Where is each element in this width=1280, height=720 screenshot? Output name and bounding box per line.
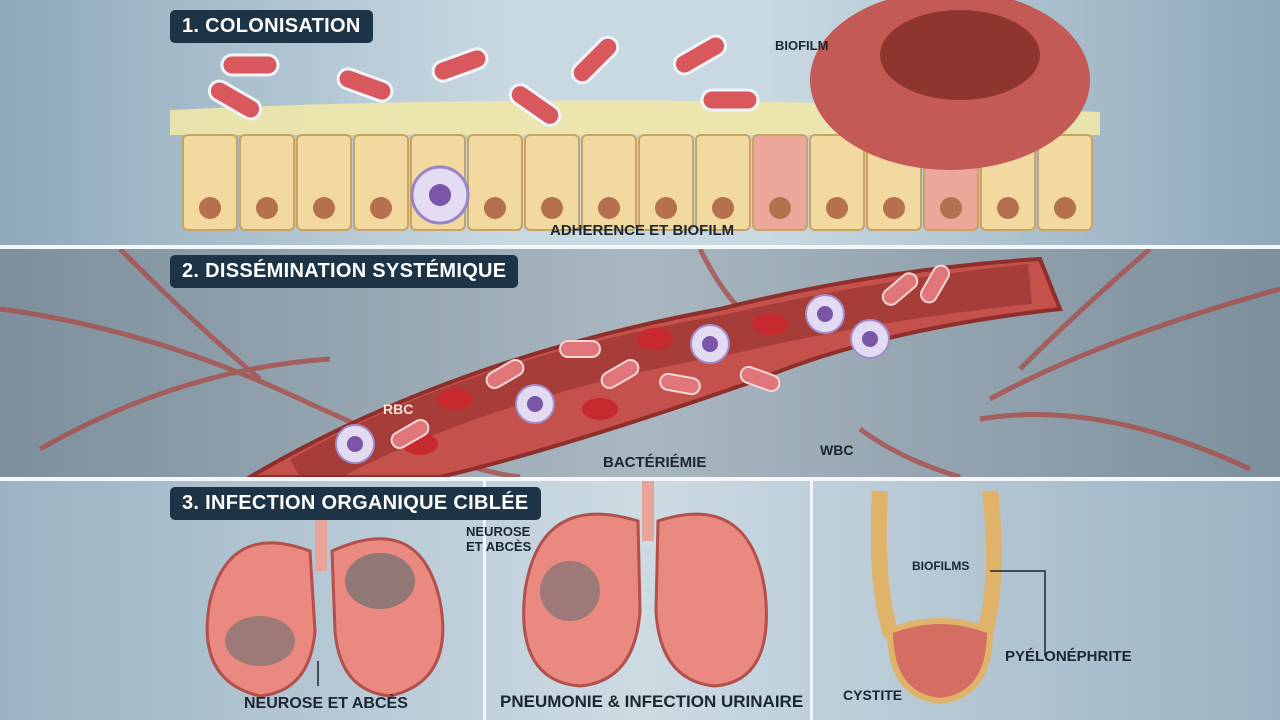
label-bacteriemie: BACTÉRIÉMIE (603, 454, 707, 471)
red-blood-cell (437, 388, 473, 410)
bacterium (920, 264, 950, 304)
divider (0, 245, 1280, 249)
blood-cells (335, 264, 950, 464)
bacteria (207, 34, 760, 127)
epithelial-cell (524, 134, 580, 231)
bacterium (390, 419, 430, 449)
organs-illustration (205, 481, 1046, 705)
bladder (886, 618, 994, 705)
capillaries (0, 249, 1280, 477)
section-title-organ-infection: 3. INFECTION ORGANIQUE CIBLÉE (170, 487, 541, 520)
epithelial-cell (1037, 134, 1093, 231)
red-blood-cell (752, 313, 788, 335)
bacterium (220, 53, 280, 77)
cell-nucleus (541, 197, 563, 219)
epithelial-cell (809, 134, 865, 231)
bacterium (600, 359, 640, 390)
epithelial-cell (752, 134, 808, 231)
label-pneumonie: PNEUMONIE & INFECTION URINAIRE (500, 692, 804, 711)
divider (483, 481, 486, 720)
label-neurose-bottom: NEUROSE ET ABCÈS (244, 695, 408, 712)
section-title-colonisation: 1. COLONISATION (170, 10, 373, 43)
label-adherence: ADHERENCE ET BIOFILM (550, 222, 735, 239)
label-line: NEUROSE (466, 524, 531, 539)
cell-nucleus (883, 197, 905, 219)
bacterium (700, 88, 760, 112)
dissemination-panel: 2. DISSÉMINATION SYSTÉMIQUE RBC BACTÉRIÉ… (0, 249, 1280, 477)
label-cystite: CYSTITE (843, 687, 903, 703)
epithelial-cell (638, 134, 694, 231)
red-blood-cell (582, 398, 618, 420)
epithelial-cell (182, 134, 238, 231)
bacterium (431, 47, 489, 83)
cell-nucleus (769, 197, 791, 219)
section-title-dissemination: 2. DISSÉMINATION SYSTÉMIQUE (170, 255, 519, 288)
label-line: ET ABCÈS (466, 539, 532, 554)
label-biofilm: BIOFILM (775, 38, 829, 53)
cell-nucleus (370, 197, 392, 219)
label-neurose-top: NEUROSE ET ABCÈS (466, 524, 531, 554)
bacterium (570, 35, 620, 85)
cell-nucleus (1054, 197, 1076, 219)
bacterium (739, 365, 781, 393)
bacterium (881, 272, 919, 306)
epithelial-cell (581, 134, 637, 231)
bacterium (336, 67, 394, 103)
epithelial-cell (239, 134, 295, 231)
cell-nucleus (940, 197, 962, 219)
epithelial-cell (296, 134, 352, 231)
divider (0, 477, 1280, 481)
cell-nucleus (256, 197, 278, 219)
lungs-left (205, 511, 445, 698)
cell-nucleus (997, 197, 1019, 219)
bacterium (207, 79, 263, 121)
epithelial-cell (467, 134, 523, 231)
blood-vessel-illustration (0, 249, 1280, 477)
epithelium-illustration (170, 0, 1100, 231)
bacterium (559, 340, 601, 358)
cell-nucleus (484, 197, 506, 219)
cell-nucleus (655, 197, 677, 219)
organ-infection-panel: 3. INFECTION ORGANIQUE CIBLÉE NEUROSE ET… (0, 481, 1280, 720)
epithelial-cell (353, 134, 409, 231)
label-rbc: RBC (383, 401, 414, 417)
lungs-center (522, 481, 768, 688)
divider (810, 481, 813, 720)
label-biofilms: BIOFILMS (912, 559, 970, 573)
cell-nucleus (826, 197, 848, 219)
label-wbc: WBC (820, 442, 854, 458)
cell-nucleus (712, 197, 734, 219)
bacterium (485, 359, 525, 389)
bacterium (508, 83, 562, 127)
cell-nucleus (598, 197, 620, 219)
colonisation-panel: 1. COLONISATION BIOFILM ADHERENCE ET BIO… (0, 0, 1280, 245)
red-blood-cell (637, 328, 673, 350)
cell-nucleus (313, 197, 335, 219)
cell-nucleus (199, 197, 221, 219)
epithelial-cell (695, 134, 751, 231)
bacterium (659, 372, 701, 396)
bacterium (672, 34, 728, 76)
label-pyelonephrite: PYÉLONÉPHRITE (1005, 648, 1132, 665)
